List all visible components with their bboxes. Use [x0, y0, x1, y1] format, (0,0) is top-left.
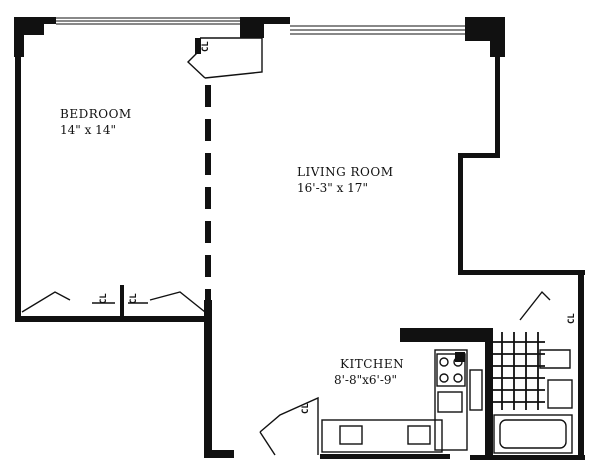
room-name-kitchen: KITCHEN — [340, 357, 404, 371]
closet-bedroom-top — [186, 37, 263, 79]
windows — [56, 17, 465, 35]
room-dims-bedroom: 14" x 14" — [60, 123, 116, 137]
window-living — [290, 25, 465, 35]
room-name-living: LIVING ROOM — [297, 165, 394, 179]
room-dims-living: 16'-3" x 17" — [297, 181, 368, 195]
closet-hall — [259, 396, 319, 456]
exterior-walls — [14, 17, 585, 460]
closet-bedroom-bottom — [21, 285, 206, 317]
closet-label-bedroom-top: CL — [201, 41, 211, 52]
closet-label-hall: CL — [301, 403, 311, 414]
closet-label-bedroom-bottom-right: CL — [129, 293, 139, 304]
closet-label-bath: CL — [567, 313, 577, 324]
room-name-bedroom: BEDROOM — [60, 107, 132, 121]
closet-label-bedroom-bottom-left: CL — [99, 293, 109, 304]
window-bedroom — [56, 17, 240, 25]
kitchen-fixtures — [321, 349, 483, 453]
bathroom — [490, 290, 573, 454]
room-dims-kitchen: 8'-8"x6'-9" — [334, 373, 397, 387]
